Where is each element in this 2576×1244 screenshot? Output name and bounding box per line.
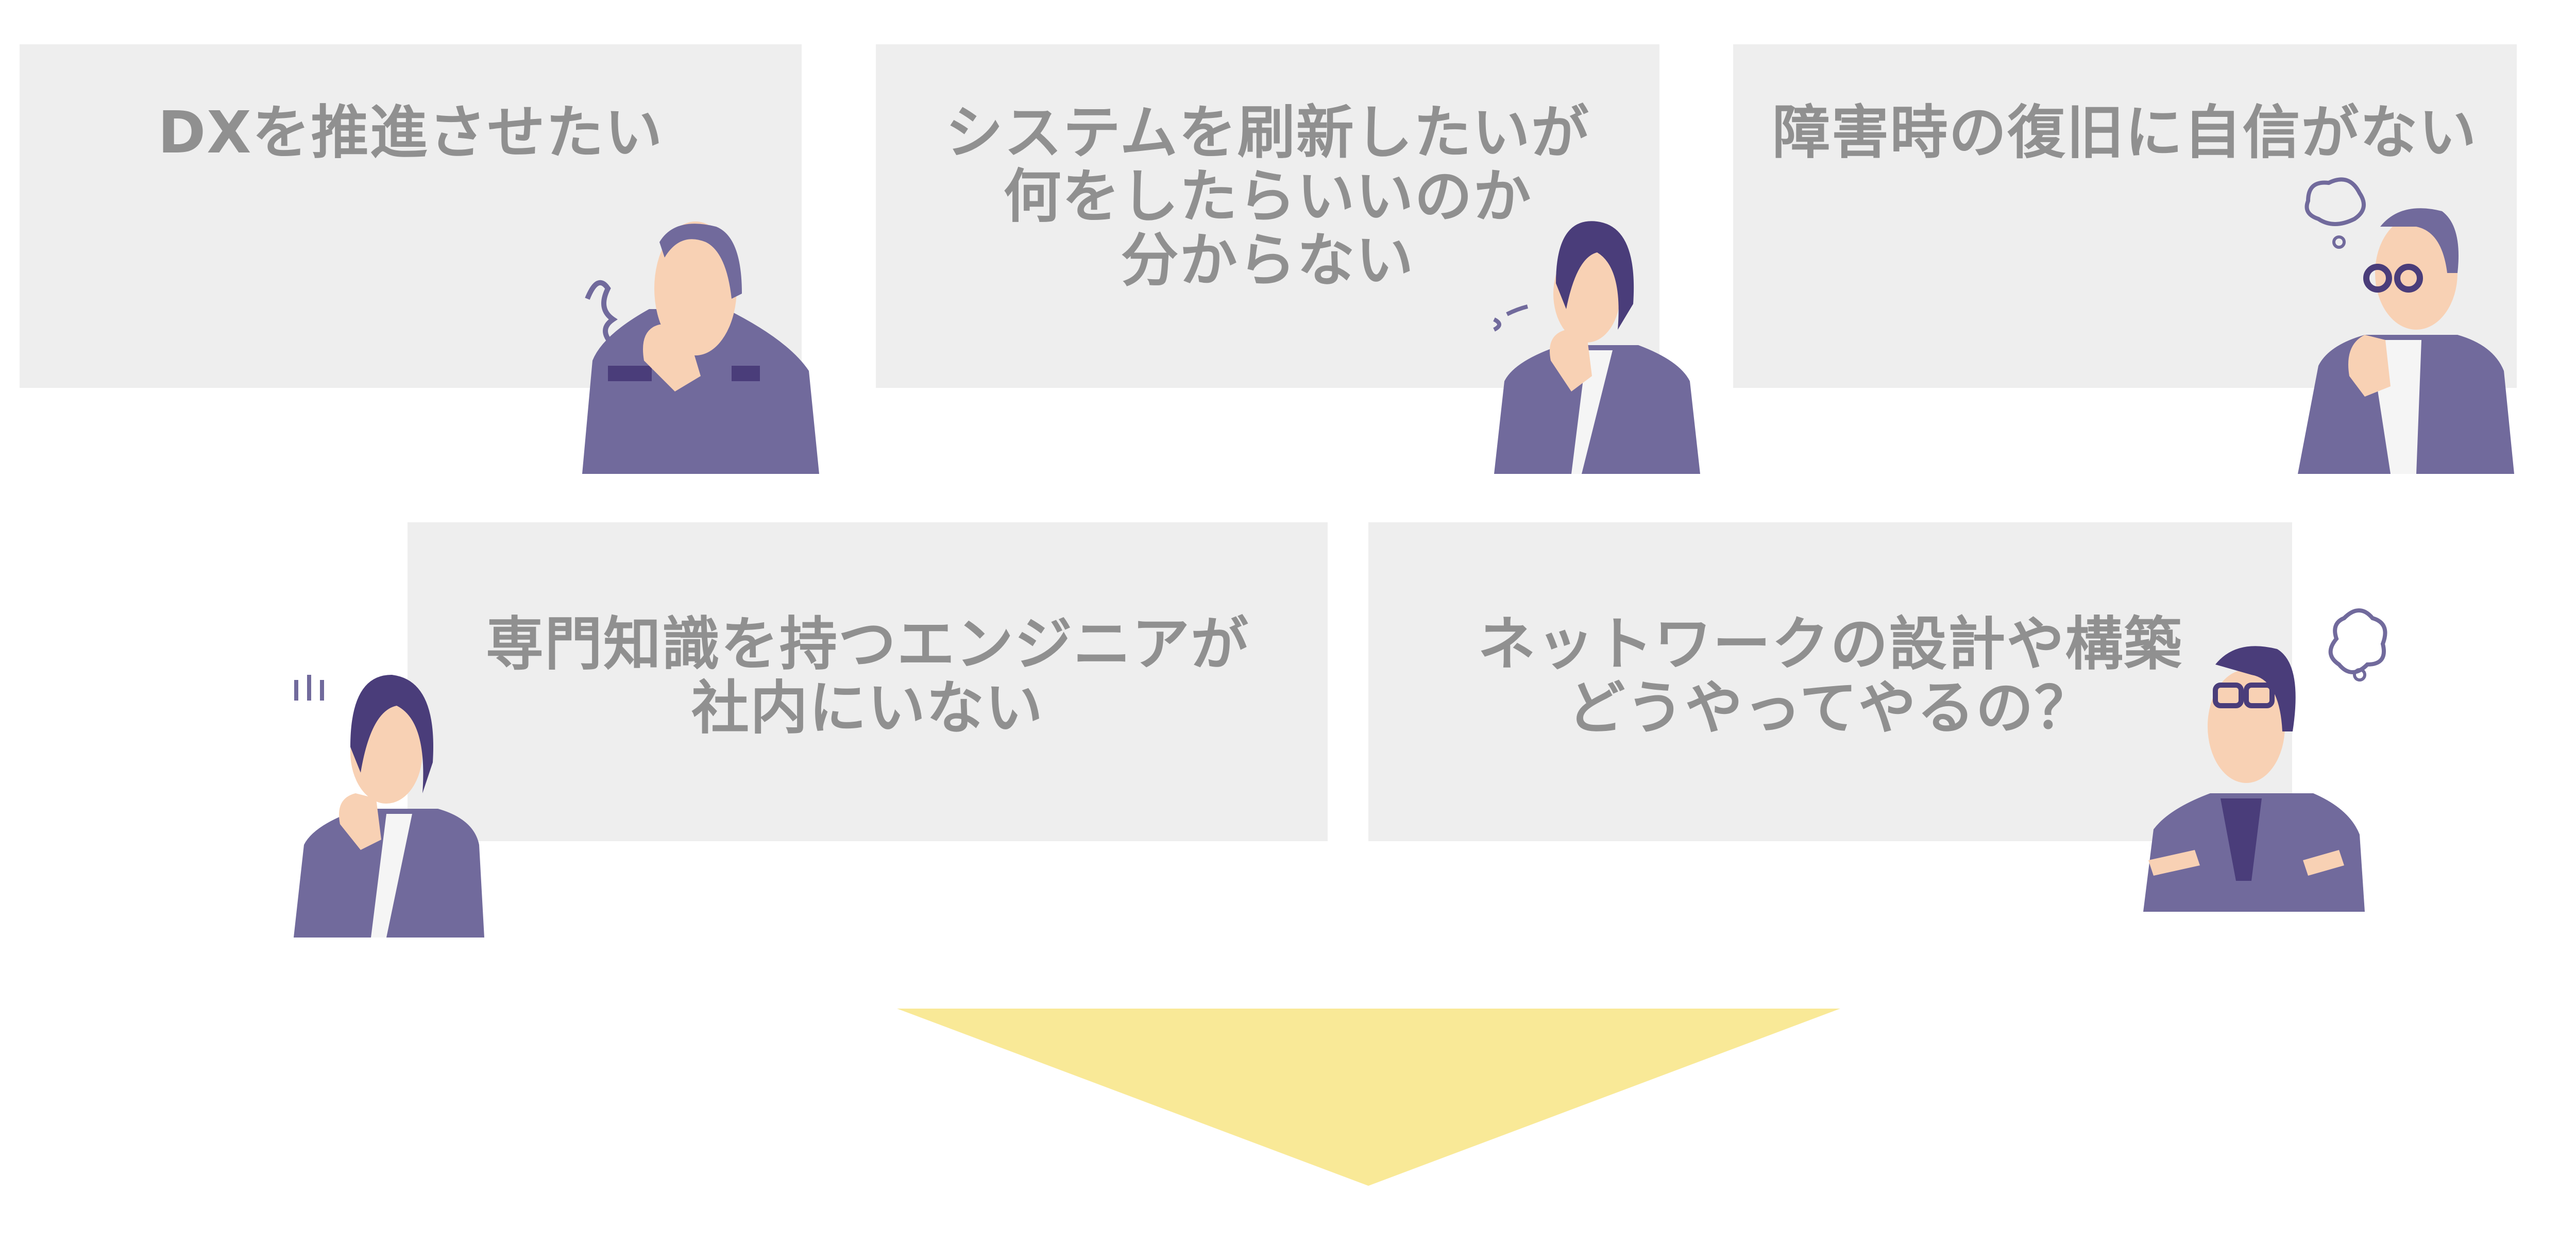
concern-text: DXを推進させたい: [20, 101, 802, 165]
concern-line: 専門知識を持つエンジニアが: [486, 611, 1249, 678]
concern-box-engineers: 専門知識を持つエンジニアが 社内にいない: [408, 522, 1328, 841]
concern-text: システムを刷新したいが 何をしたらいいのか 分からない: [876, 101, 1659, 293]
concern-line: ネットワークの設計や構築: [1478, 611, 2183, 678]
concern-line: システムを刷新したいが: [945, 99, 1590, 166]
concern-box-recovery: 障害時の復旧に自信がない: [1733, 44, 2517, 388]
concern-box-dx: DXを推進させたい: [20, 44, 802, 388]
concern-text: 専門知識を持つエンジニアが 社内にいない: [408, 612, 1328, 740]
puzzled-man-illustration: [2143, 608, 2387, 912]
concern-text: 障害時の復旧に自信がない: [1733, 101, 2517, 165]
arrow-shape: [897, 1009, 1840, 1186]
worried-man-illustration: [582, 221, 819, 474]
down-arrow-triangle: [897, 1009, 1840, 1186]
worried-woman-illustration-2: [294, 675, 484, 938]
worried-woman-illustration: [1493, 221, 1700, 474]
concern-box-network: ネットワークの設計や構築 どうやってやるの？: [1368, 522, 2292, 841]
concern-line: どうやってやるの？: [1567, 675, 2093, 742]
concern-text: ネットワークの設計や構築 どうやってやるの？: [1368, 612, 2292, 740]
confused-man-illustration: [2298, 177, 2514, 474]
concern-line: 何をしたらいいのか: [1003, 163, 1532, 230]
concern-line: 社内にいない: [691, 675, 1044, 742]
concern-box-system-renewal: システムを刷新したいが 何をしたらいいのか 分からない: [876, 44, 1659, 388]
concern-line: DXを推進させたい: [158, 99, 664, 166]
concern-line: 分からない: [1121, 227, 1415, 294]
concern-line: 障害時の復旧に自信がない: [1772, 99, 2478, 166]
